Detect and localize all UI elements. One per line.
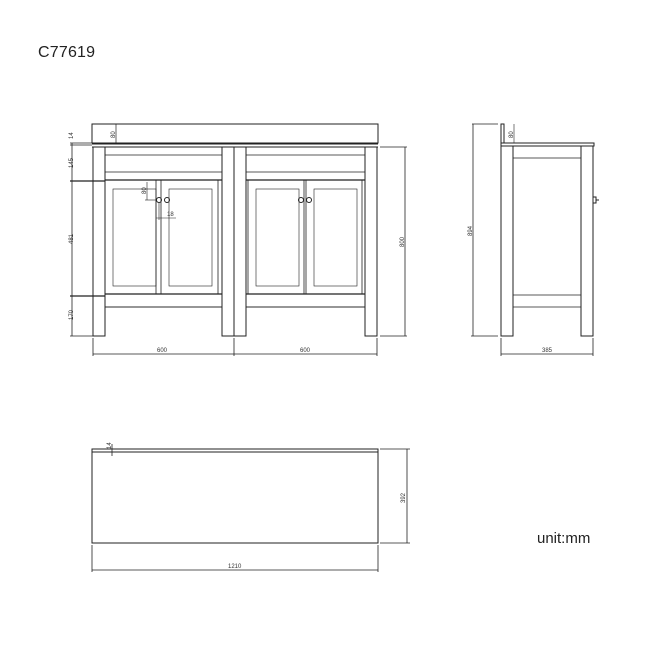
top-view [91,444,410,572]
side-dim-overall-height: 894 [468,225,474,236]
product-code-title: C77619 [38,44,96,61]
side-dim-upstand: 80 [509,131,515,138]
top-dim-width: 1210 [228,564,242,570]
front-view [70,123,407,356]
dim-left-width: 600 [157,348,168,354]
door-handle-icon [306,197,312,203]
side-dim-depth: 385 [542,348,553,354]
side-view [471,123,599,356]
dim-door-height: 481 [69,233,75,244]
dim-handle-offset: 80 [142,187,148,194]
dim-upstand-height: 80 [111,131,117,138]
dim-handle-spacing: 18 [167,212,174,218]
dim-plinth-height: 170 [69,309,75,320]
dim-right-width: 600 [300,348,311,354]
dim-drawer-rail: 145 [69,157,75,168]
unit-label: unit:mm [537,530,591,547]
knob-icon [592,196,597,204]
top-dim-depth: 392 [401,492,407,503]
door-handle-icon [164,197,170,203]
door-handle-icon [298,197,304,203]
dim-worktop-thickness: 14 [69,132,75,139]
top-dim-upstand: 14 [107,442,113,449]
dim-total-height: 800 [400,236,406,247]
